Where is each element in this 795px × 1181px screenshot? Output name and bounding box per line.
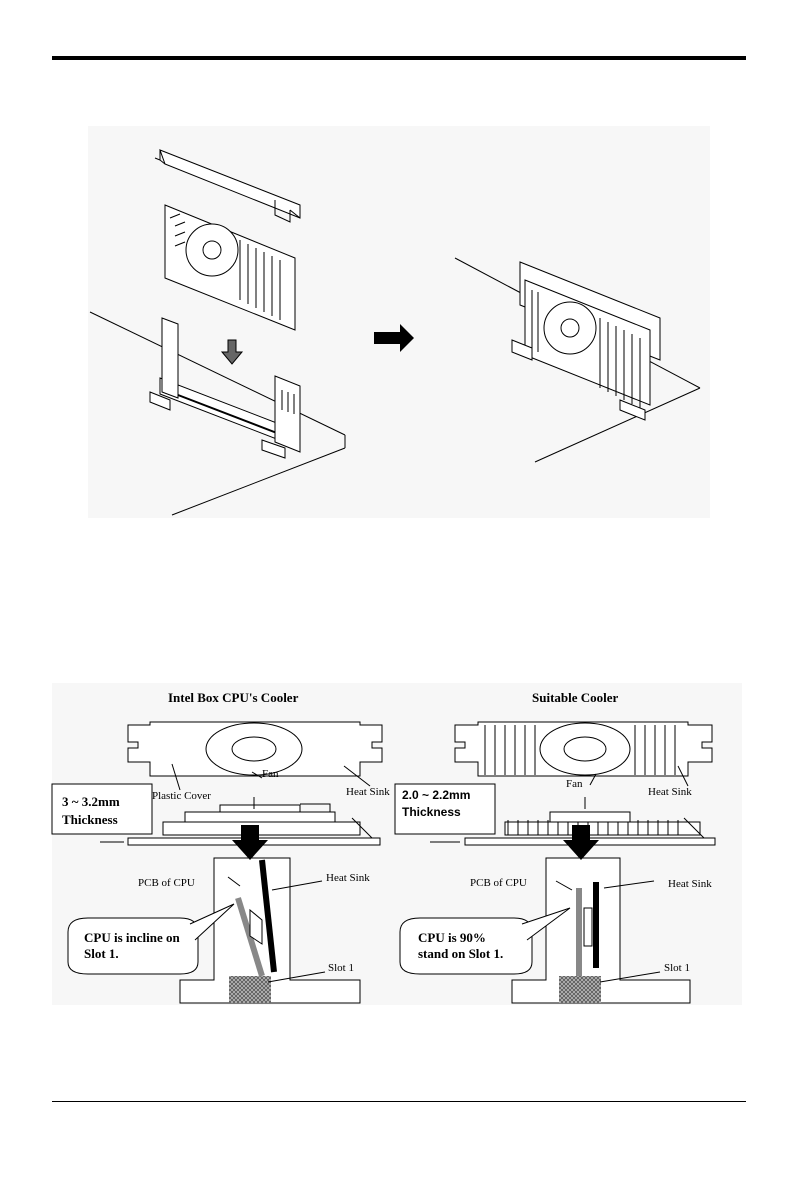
left-title: Intel Box CPU's Cooler (168, 690, 298, 706)
left-fan (206, 723, 302, 775)
left-fan-label: Fan (262, 768, 279, 780)
right-heat-sink-label: Heat Sink (648, 786, 692, 798)
left-callout-line1: CPU is incline on (84, 930, 180, 946)
right-slot-label: Slot 1 (664, 962, 690, 974)
left-slot-pins (229, 976, 271, 1003)
right-heat-sink-2-label: Heat Sink (668, 878, 712, 890)
right-title: Suitable Cooler (532, 690, 618, 706)
right-thickness-value: 2.0 ~ 2.2mm (402, 788, 470, 802)
left-slot-label: Slot 1 (328, 962, 354, 974)
left-callout-line2: Slot 1. (84, 946, 119, 962)
right-thickness-word: Thickness (402, 805, 461, 819)
left-heat-sink-2-label: Heat Sink (326, 872, 370, 884)
left-plastic-cover-label: Plastic Cover (152, 790, 211, 802)
right-slot-pins (559, 976, 601, 1003)
left-plastic-cover-side (163, 822, 360, 835)
right-callout-line2: stand on Slot 1. (418, 946, 503, 962)
left-heat-sink-label: Heat Sink (346, 786, 390, 798)
right-pcb-label: PCB of CPU (470, 877, 527, 889)
left-thickness-value: 3 ~ 3.2mm (62, 794, 120, 810)
right-callout-line1: CPU is 90% (418, 930, 486, 946)
right-fan-label: Fan (566, 778, 583, 790)
right-fan (540, 723, 630, 775)
left-thickness-word: Thickness (62, 812, 118, 828)
left-pcb-label: PCB of CPU (138, 877, 195, 889)
footer-rule (52, 1101, 746, 1102)
